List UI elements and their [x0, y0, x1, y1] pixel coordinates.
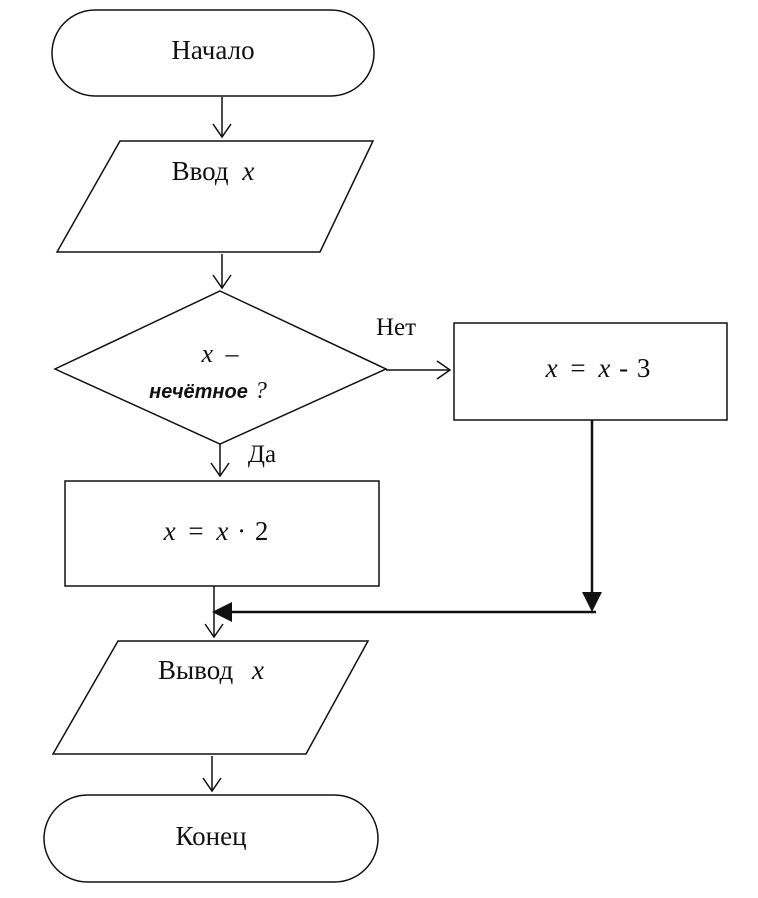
process-yes-num: 2	[255, 516, 269, 546]
output-label: Вывод x	[158, 655, 264, 685]
arrow-decision-to-process-yes	[210, 444, 230, 478]
process-yes-formula: x = x · 2	[163, 516, 269, 546]
output-parallelogram	[51, 640, 370, 755]
decision-diamond	[53, 290, 388, 445]
arrowhead-merge-left	[212, 602, 232, 622]
decision-dash: –	[225, 339, 240, 368]
connector-no-branch-merge	[230, 420, 596, 614]
process-no-rhs-var: x	[597, 353, 610, 383]
process-no-num: 3	[637, 353, 651, 383]
output-word: Вывод	[158, 655, 233, 685]
decision-var: x	[200, 339, 213, 368]
decision-qmark: ?	[255, 378, 267, 404]
process-no-eq: =	[570, 353, 585, 383]
process-yes-eq: =	[188, 516, 203, 546]
process-no-op: -	[619, 353, 628, 383]
arrow-decision-to-process-no	[386, 360, 452, 380]
end-label: Конец	[175, 821, 246, 851]
arrow-start-to-input	[212, 97, 232, 139]
process-box-no	[453, 322, 728, 421]
input-var: x	[241, 156, 254, 186]
input-label: Ввод x	[172, 156, 255, 186]
process-yes-rhs-var: x	[215, 516, 228, 546]
process-yes-op: ·	[237, 516, 246, 546]
process-no-formula: x = x - 3	[545, 353, 651, 383]
decision-word: нечётное	[149, 381, 248, 403]
end-terminal-shape	[43, 794, 379, 883]
output-var: x	[251, 655, 264, 685]
branch-no-label: Нет	[376, 314, 416, 341]
decision-line2: нечётное ?	[149, 378, 267, 404]
arrow-input-to-decision	[212, 254, 232, 290]
branch-yes-label: Да	[248, 441, 276, 468]
process-no-lhs: x	[545, 353, 558, 383]
process-yes-lhs: x	[163, 516, 176, 546]
start-terminal-shape	[51, 9, 375, 97]
start-label: Начало	[171, 35, 254, 65]
arrowhead-no-down	[582, 592, 602, 612]
decision-line1: x –	[200, 339, 239, 368]
arrow-output-to-end	[202, 756, 222, 793]
arrow-process-to-output	[204, 586, 224, 639]
process-box-yes	[64, 480, 380, 587]
input-word: Ввод	[172, 156, 229, 186]
input-parallelogram	[55, 140, 375, 253]
